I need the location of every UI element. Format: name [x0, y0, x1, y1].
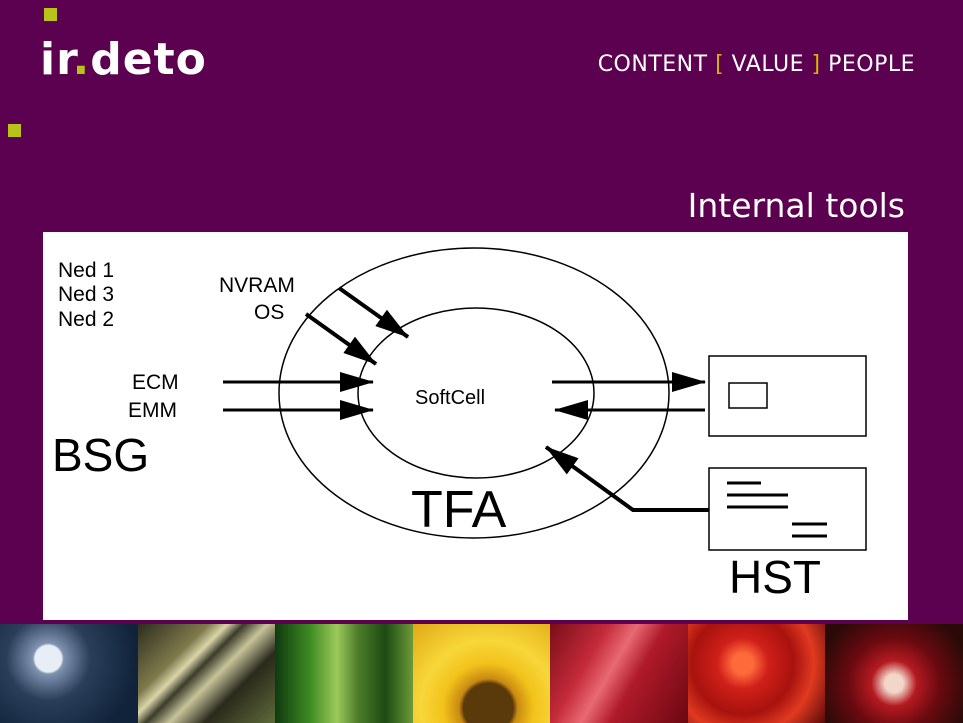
tagline-bracket-open: [ [715, 52, 725, 77]
nvram-arrow [337, 286, 410, 339]
hst-document-box [708, 467, 867, 551]
tagline-part2: PEOPLE [820, 52, 915, 77]
red-leaf-photo [550, 624, 688, 723]
ecm-label: ECM [132, 371, 179, 394]
softcell-label: SoftCell [415, 387, 485, 409]
outer-ring [278, 247, 670, 539]
accent-square-left [8, 124, 21, 137]
bsg-label: BSG [52, 429, 149, 481]
tagline-part1: CONTENT [597, 52, 716, 77]
dandelion-photo [0, 624, 138, 723]
tfa-diagram: Ned 1 Ned 3 Ned 2 NVRAM OS ECM EMM BSG S… [52, 247, 867, 603]
slide-title: Internal tools [687, 186, 905, 225]
sunflower-photo [412, 624, 551, 723]
red-flowers-photo [687, 624, 826, 723]
device-inner-box [728, 382, 768, 409]
nvram-label: NVRAM [219, 274, 295, 297]
photo-strip [0, 624, 963, 723]
list-item-ned2: Ned 2 [58, 308, 114, 331]
logo-dot: . [72, 34, 91, 85]
list-item-ned3: Ned 3 [58, 283, 114, 306]
irdeto-logo: ir.deto [40, 34, 207, 85]
accent-square-top [44, 8, 57, 21]
logo-text-main: ir [40, 34, 73, 85]
tfa-label: TFA [411, 481, 507, 539]
inner-ring [357, 307, 595, 479]
list-item-ned1: Ned 1 [58, 259, 114, 282]
hst-label: HST [729, 551, 821, 603]
tagline-bracket-close: ] [811, 52, 821, 77]
caterpillar-photo [137, 624, 276, 723]
tagline-middle: VALUE [724, 52, 812, 77]
hst-arrow [544, 445, 709, 512]
tagline: CONTENT [ VALUE ] PEOPLE [598, 52, 915, 77]
os-label: OS [254, 301, 284, 324]
logo-text-rest: deto [90, 34, 207, 85]
diagram-panel: Ned 1 Ned 3 Ned 2 NVRAM OS ECM EMM BSG S… [43, 232, 908, 620]
os-arrow [304, 312, 378, 366]
grasshopper-photo [275, 624, 413, 723]
emm-label: EMM [128, 399, 177, 422]
pomegranate-photo [825, 624, 963, 723]
